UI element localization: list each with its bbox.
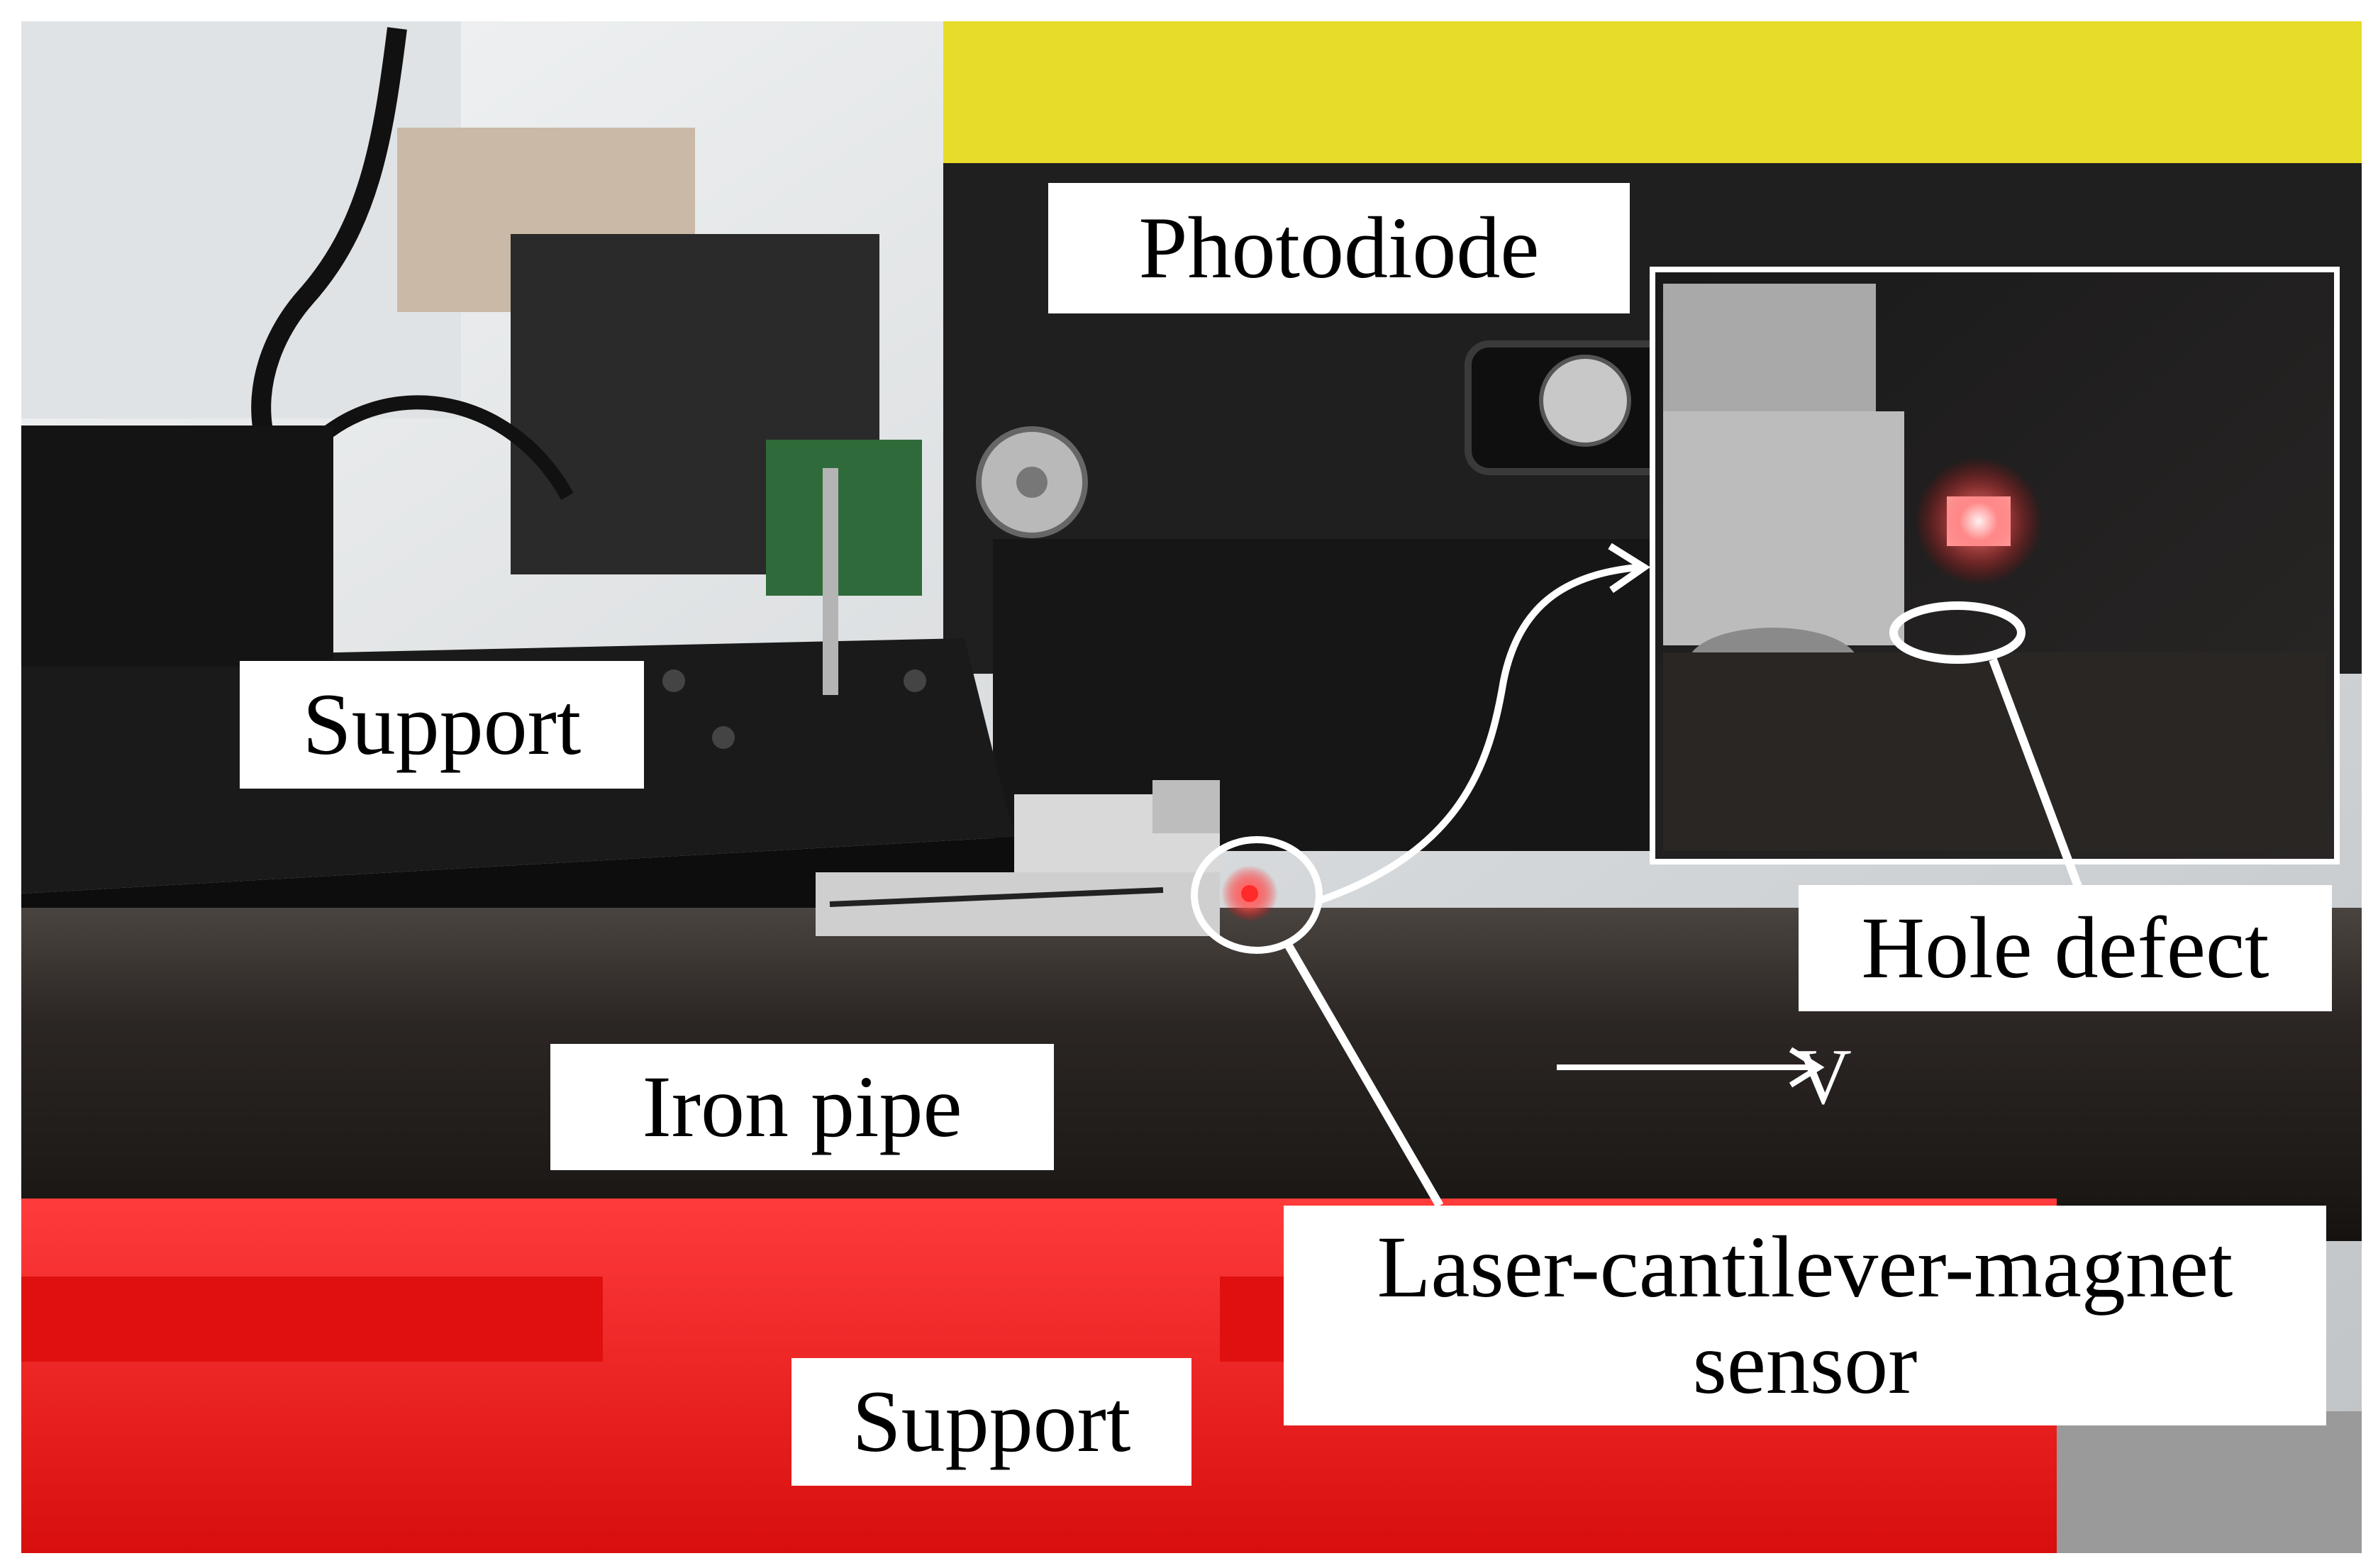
- photodiode-screw-hole: [1016, 467, 1048, 498]
- iron-pipe-label: Iron pipe: [550, 1044, 1054, 1170]
- photodiode-label: Photodiode: [1048, 183, 1630, 313]
- velocity-arrowhead: [1789, 1047, 1825, 1088]
- plate-hole-2: [712, 726, 735, 749]
- hole-defect-pointer: [1989, 657, 2082, 889]
- plate-hole-3: [904, 669, 926, 692]
- inset-pipe-surface: [1663, 652, 2326, 851]
- sensor-marker-circle: [1191, 836, 1323, 954]
- window-screw: [1539, 355, 1631, 447]
- laser-spot: [1241, 885, 1258, 902]
- inset-nut: [1663, 284, 1876, 411]
- sensor-label: Laser-cantilever-magnet sensor: [1284, 1206, 2326, 1425]
- sensor-pointer: [1283, 940, 1444, 1208]
- plate-hole: [662, 669, 685, 692]
- support-top-label: Support: [240, 661, 644, 789]
- zoom-arrowhead: [1608, 543, 1651, 594]
- inset-holder: [1663, 411, 1904, 645]
- zoom-arrow: [1318, 564, 1639, 904]
- velocity-label: V: [1794, 1033, 1852, 1121]
- hole-defect-label: Hole defect: [1799, 885, 2332, 1011]
- cantilever-slot: [829, 887, 1164, 907]
- support-bottom-label: Support: [791, 1358, 1191, 1486]
- bolt: [823, 468, 838, 695]
- hole-defect-marker: [1889, 601, 2026, 664]
- support-block-left: [21, 426, 333, 667]
- gear-rack: [2057, 1411, 2362, 1553]
- circuit-board: [766, 440, 922, 596]
- sensor-label-line1: Laser-cantilever-magnet: [1377, 1218, 2233, 1316]
- sensor-label-line2: sensor: [1692, 1315, 1918, 1412]
- magnet-block: [1152, 780, 1220, 833]
- photodiode-yellow-top: [943, 21, 2362, 184]
- inset-laser-glow: [1915, 457, 2043, 585]
- red-support-rib: [21, 1277, 603, 1362]
